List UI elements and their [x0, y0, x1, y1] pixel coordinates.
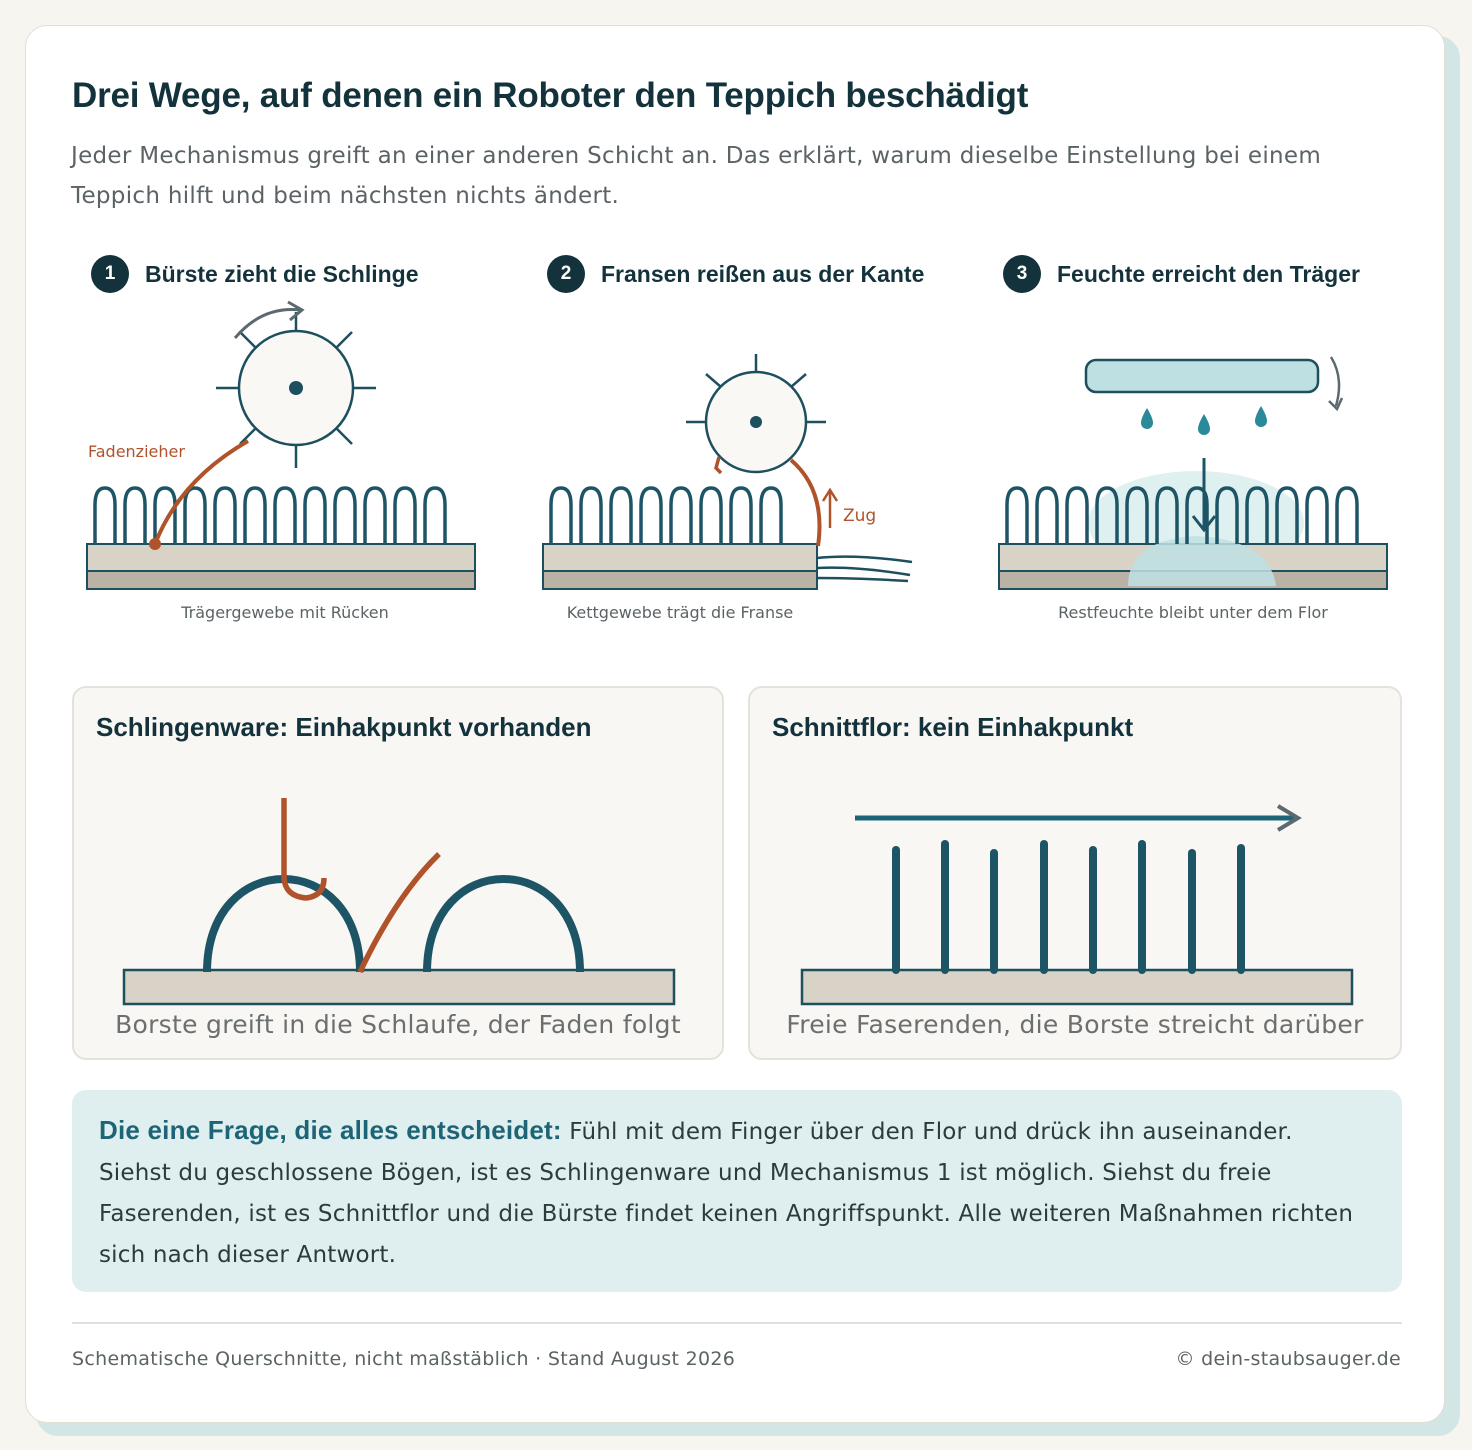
- loop-pile: [549, 486, 783, 544]
- cut-pile-fibers: [892, 840, 1245, 974]
- mop-motion-arrow-icon: [1329, 356, 1341, 407]
- fringe-threads: [816, 555, 913, 583]
- mechanism-1-caption: Trägergewebe mit Rücken: [180, 603, 389, 622]
- pulled-thread: [153, 439, 249, 545]
- brush-roll-icon: [686, 354, 826, 474]
- loop-pile-title: Schlingenware: Einhakpunkt vorhanden: [96, 712, 592, 742]
- mechanism-3-title: Feuchte erreicht den Träger: [1057, 260, 1360, 287]
- carpet-back-layer: [542, 570, 818, 590]
- footer-note: Schematische Querschnitte, nicht maßstäb…: [72, 1348, 736, 1370]
- page-title: Drei Wege, auf denen ein Roboter den Tep…: [72, 76, 1029, 115]
- step-number-badge: 1: [91, 255, 129, 293]
- pulled-fringe-thread: [789, 458, 822, 547]
- pull-label: Zug: [843, 506, 876, 526]
- loop-pile: [1005, 486, 1359, 544]
- mechanism-3-caption: Restfeuchte bleibt unter dem Flor: [1058, 603, 1328, 622]
- carpet-base: [122, 968, 676, 1006]
- brush-axle: [289, 381, 303, 395]
- thread-anchor: [149, 538, 161, 550]
- mechanism-3-diagram: Restfeuchte bleibt unter dem Flor: [998, 356, 1388, 622]
- mechanism-2-heading: 2 Fransen reißen aus der Kante: [547, 254, 924, 294]
- mechanism-1-heading: 1 Bürste zieht die Schlinge: [91, 254, 419, 294]
- bristle-hook: [281, 798, 327, 901]
- water-drop-icons: [1141, 406, 1267, 435]
- cut-pile-caption: Freie Faserenden, die Borste streicht da…: [786, 1010, 1364, 1039]
- cut-pile-diagram: [800, 804, 1354, 1006]
- carpet-backing: [542, 543, 818, 572]
- thread-puller-label: Fadenzieher: [88, 442, 185, 461]
- cut-pile-title: Schnittflor: kein Einhakpunkt: [772, 712, 1134, 742]
- pulled-thread: [357, 852, 441, 974]
- key-question-text: Fühl mit dem Finger über den Flor und dr…: [99, 1119, 1354, 1268]
- step-number-badge: 2: [547, 255, 585, 293]
- step-number-badge: 3: [1003, 255, 1041, 293]
- rotation-arrow-icon: [233, 308, 301, 339]
- mechanism-2-diagram: Zug Kettgewebe trägt die Franse: [542, 354, 913, 622]
- mechanism-2-title: Fransen reißen aus der Kante: [601, 260, 925, 287]
- cut-pile-panel: Schnittflor: kein Einhakpunkt Freie Fase…: [748, 686, 1402, 1060]
- key-question-lead: Die eine Frage, die alles entscheidet:: [99, 1115, 562, 1145]
- mechanism-1-diagram: Fadenzieher Trägergewebe mit Rücken: [86, 300, 476, 622]
- carpet-backing: [86, 543, 476, 572]
- loop-fiber: [423, 875, 584, 973]
- page-subtitle: Jeder Mechanismus greift an einer andere…: [71, 143, 1322, 209]
- loop-pile-diagram: [122, 798, 676, 1006]
- carpet-base: [800, 968, 1354, 1006]
- brush-axle: [750, 416, 762, 428]
- residual-moisture: [1128, 536, 1276, 586]
- footer-copyright: © dein-staubsauger.de: [1175, 1348, 1401, 1370]
- loop-fiber: [203, 875, 364, 973]
- mechanism-3-heading: 3 Feuchte erreicht den Träger: [1003, 254, 1360, 294]
- key-question-box: Die eine Frage, die alles entscheidet: F…: [72, 1090, 1402, 1292]
- footer-divider: [72, 1322, 1402, 1324]
- mechanism-1-title: Bürste zieht die Schlinge: [145, 260, 419, 287]
- carpet-back-layer: [86, 570, 476, 590]
- loop-pile: [93, 486, 447, 544]
- loop-pile-panel: Schlingenware: Einhakpunkt vorhanden Bor…: [72, 686, 724, 1060]
- mop-pad: [1084, 358, 1320, 394]
- loop-pile-caption: Borste greift in die Schlaufe, der Faden…: [115, 1010, 681, 1039]
- mechanism-2-caption: Kettgewebe trägt die Franse: [567, 603, 794, 622]
